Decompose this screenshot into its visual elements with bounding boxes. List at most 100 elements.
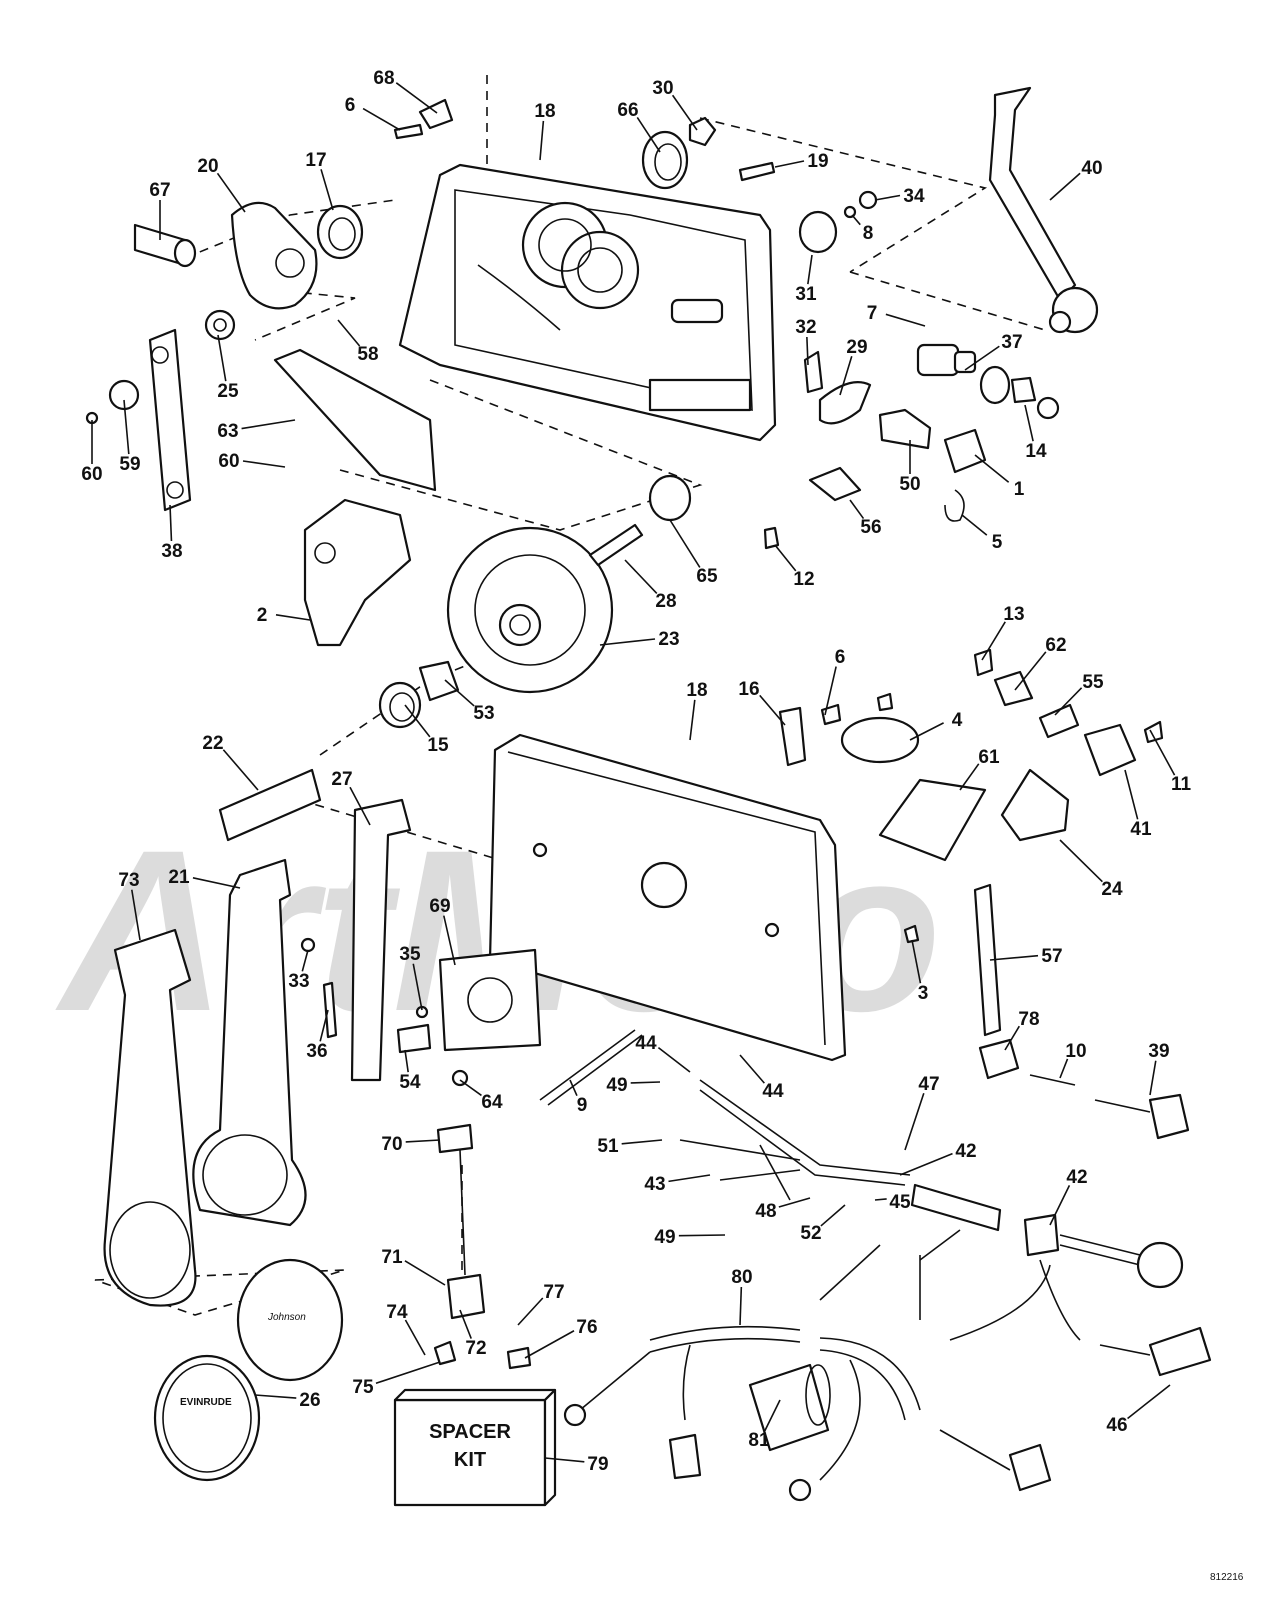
callout-55: 55	[1082, 672, 1104, 693]
leader-line-29	[839, 356, 853, 396]
callout-35: 35	[399, 944, 421, 965]
leader-line-60	[242, 460, 286, 468]
callout-37: 37	[1001, 332, 1022, 353]
leader-line-13	[981, 621, 1006, 661]
leader-line-17	[320, 169, 334, 211]
callout-53: 53	[473, 703, 494, 724]
callout-3: 3	[918, 983, 929, 1004]
right-middle-parts	[778, 648, 1190, 1140]
callout-76: 76	[576, 1317, 597, 1338]
leader-line-71	[404, 1260, 446, 1286]
leader-line-6	[362, 107, 401, 131]
leader-line-81	[764, 1399, 781, 1432]
callout-18: 18	[686, 680, 707, 701]
callout-50: 50	[899, 474, 920, 495]
callout-28: 28	[655, 591, 676, 612]
callout-20: 20	[197, 156, 218, 177]
callout-70: 70	[381, 1134, 402, 1155]
leader-line-57	[989, 954, 1039, 961]
callout-80: 80	[731, 1267, 752, 1288]
callout-36: 36	[306, 1041, 327, 1062]
callout-40: 40	[1081, 158, 1102, 179]
callout-8: 8	[863, 223, 874, 244]
callout-60: 60	[218, 451, 239, 472]
leader-line-40	[1049, 172, 1081, 201]
leader-line-52	[820, 1204, 846, 1227]
leader-line-54	[404, 1049, 409, 1073]
callout-12: 12	[793, 569, 814, 590]
leader-line-61	[959, 763, 980, 791]
leader-line-39	[1149, 1060, 1157, 1096]
leader-line-34	[874, 194, 901, 201]
leader-line-73	[131, 889, 141, 941]
leader-line-38	[169, 504, 173, 542]
leader-line-48	[778, 1197, 811, 1208]
leader-line-51	[621, 1139, 663, 1145]
leader-line-76	[524, 1330, 575, 1359]
callout-44: 44	[635, 1033, 657, 1054]
leader-line-55	[1054, 687, 1083, 716]
callout-29: 29	[846, 337, 867, 358]
callout-31: 31	[795, 284, 817, 305]
callout-60: 60	[81, 464, 102, 485]
spacer-kit-box: SPACER KIT	[393, 1388, 557, 1507]
callout-6: 6	[835, 647, 846, 668]
leader-line-26	[254, 1394, 297, 1399]
leader-line-41	[1124, 769, 1139, 820]
leader-line-68	[395, 82, 438, 114]
leader-line-49	[678, 1234, 726, 1237]
leader-line-21	[192, 877, 241, 889]
leader-line-14	[1024, 404, 1034, 442]
callout-56: 56	[860, 517, 881, 538]
drawing-number: 812216	[1210, 1572, 1244, 1583]
callout-7: 7	[867, 303, 878, 324]
callout-77: 77	[543, 1282, 564, 1303]
callout-58: 58	[357, 344, 378, 365]
callout-26: 26	[299, 1390, 320, 1411]
callout-15: 15	[427, 735, 449, 756]
callout-10: 10	[1065, 1041, 1086, 1062]
leader-line-46	[1127, 1384, 1171, 1420]
leader-line-6	[824, 666, 837, 716]
control-housing-cover	[488, 733, 847, 1062]
callout-54: 54	[399, 1072, 421, 1093]
leader-line-53	[444, 679, 475, 707]
leader-line-43	[668, 1174, 711, 1183]
leader-line-24	[1059, 839, 1103, 883]
callout-1: 1	[1014, 479, 1025, 500]
leader-line-56	[849, 499, 865, 520]
callout-4: 4	[952, 710, 963, 731]
leader-line-47	[904, 1093, 925, 1151]
callout-43: 43	[644, 1174, 665, 1195]
leader-line-33	[301, 949, 309, 972]
callout-75: 75	[352, 1377, 374, 1398]
callout-13: 13	[1003, 604, 1024, 625]
leader-line-42	[1049, 1185, 1071, 1226]
callout-30: 30	[652, 78, 673, 99]
callout-42: 42	[955, 1141, 976, 1162]
leader-line-7	[885, 313, 926, 327]
callout-51: 51	[597, 1136, 619, 1157]
leader-line-66	[636, 117, 661, 153]
callout-23: 23	[658, 629, 679, 650]
callout-6: 6	[345, 95, 356, 116]
leader-line-12	[774, 544, 797, 572]
leader-line-30	[671, 94, 698, 131]
callout-5: 5	[992, 532, 1003, 553]
leader-line-18	[689, 699, 696, 741]
callout-63: 63	[217, 421, 238, 442]
spacer-kit-line-1: SPACER	[429, 1421, 511, 1443]
leader-line-74	[404, 1319, 426, 1356]
leader-line-72	[459, 1309, 472, 1339]
leader-line-69	[443, 915, 456, 966]
leader-line-25	[217, 334, 227, 382]
callout-45: 45	[889, 1192, 911, 1213]
leader-line-35	[412, 963, 423, 1011]
callout-22: 22	[202, 733, 223, 754]
callout-72: 72	[465, 1338, 486, 1359]
callout-38: 38	[161, 541, 182, 562]
throttle-lever	[988, 86, 1099, 334]
callout-18: 18	[534, 101, 555, 122]
